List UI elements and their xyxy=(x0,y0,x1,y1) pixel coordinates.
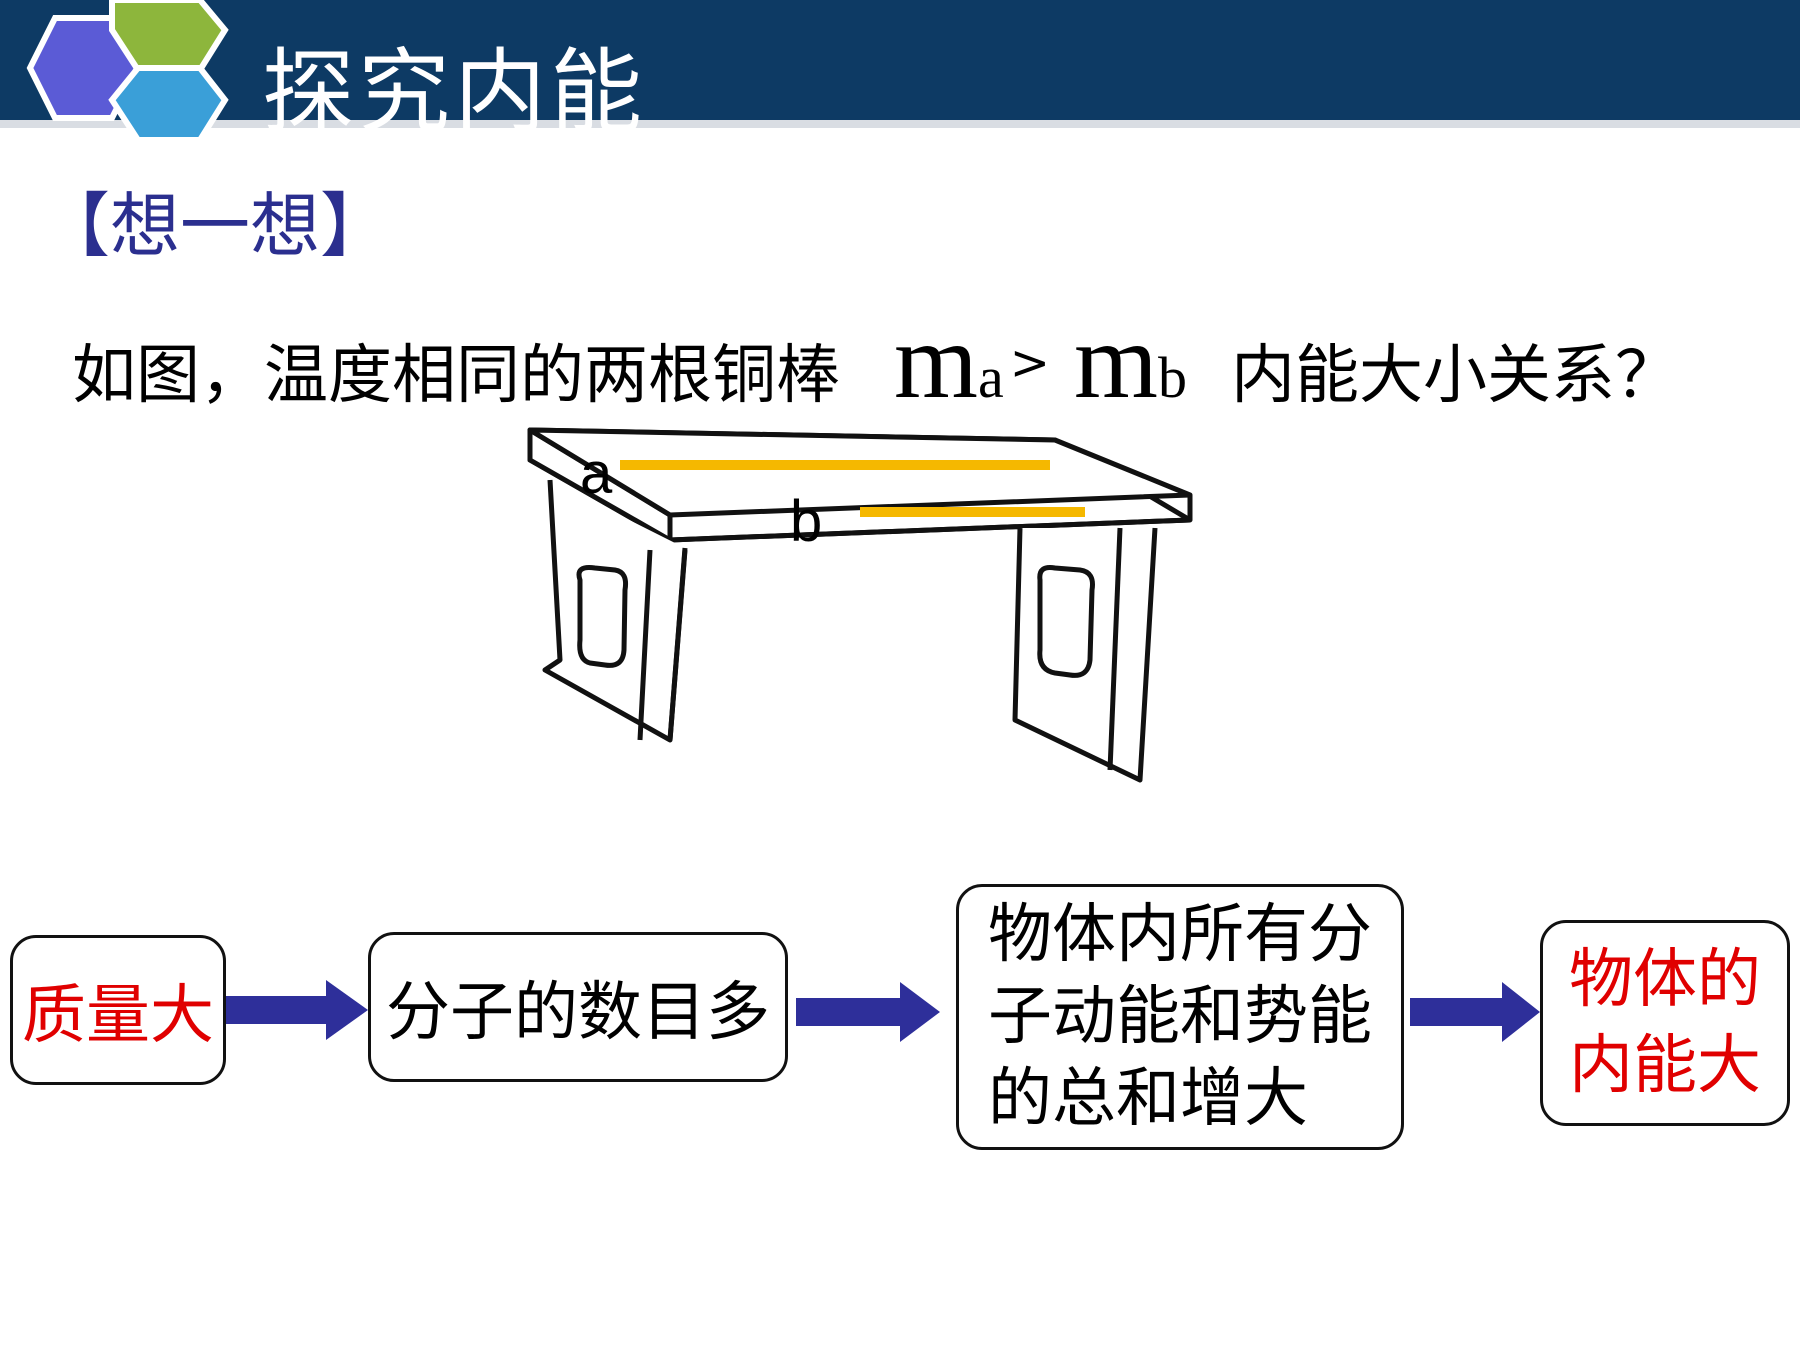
desk-illustration xyxy=(527,427,1193,783)
arrow-right-icon xyxy=(1410,982,1540,1042)
total-energy-box: 物体内所有分 子动能和势能 的总和增大 xyxy=(956,884,1404,1150)
mass-large-text: 质量大 xyxy=(22,979,214,1053)
mass-symbol-a: m xyxy=(894,302,979,421)
internal-energy-large-box: 物体的 内能大 xyxy=(1540,920,1790,1126)
header-bar xyxy=(0,0,1800,128)
total-energy-line-1: 物体内所有分 xyxy=(988,898,1372,972)
arrow-right-icon xyxy=(796,982,940,1042)
page-title: 探究内能 xyxy=(262,39,647,146)
question-prefix: 如图，温度相同的两根铜棒 xyxy=(72,339,840,413)
hexagon-logo-icon xyxy=(26,0,229,143)
total-energy-line-3: 的总和增大 xyxy=(988,1062,1308,1136)
subscript-b: b xyxy=(1158,345,1187,410)
molecule-count-text: 分子的数目多 xyxy=(386,976,770,1050)
subscript-a: a xyxy=(978,345,1004,410)
section-tag: 【想一想】 xyxy=(40,185,390,267)
header-divider xyxy=(0,120,1800,128)
question-suffix: 内能大小关系？ xyxy=(1231,339,1679,413)
greater-than-sign: > xyxy=(1009,335,1050,391)
internal-energy-line-1: 物体的 xyxy=(1569,943,1761,1017)
molecule-count-box: 分子的数目多 xyxy=(368,932,788,1082)
mass-large-box: 质量大 xyxy=(10,935,226,1085)
total-energy-line-2: 子动能和势能 xyxy=(988,980,1372,1054)
rod-b-label: b xyxy=(790,489,823,554)
internal-energy-line-2: 内能大 xyxy=(1569,1029,1761,1103)
arrow-right-icon xyxy=(226,980,368,1040)
mass-symbol-b: m xyxy=(1073,302,1158,421)
rod-a-label: a xyxy=(580,441,613,506)
